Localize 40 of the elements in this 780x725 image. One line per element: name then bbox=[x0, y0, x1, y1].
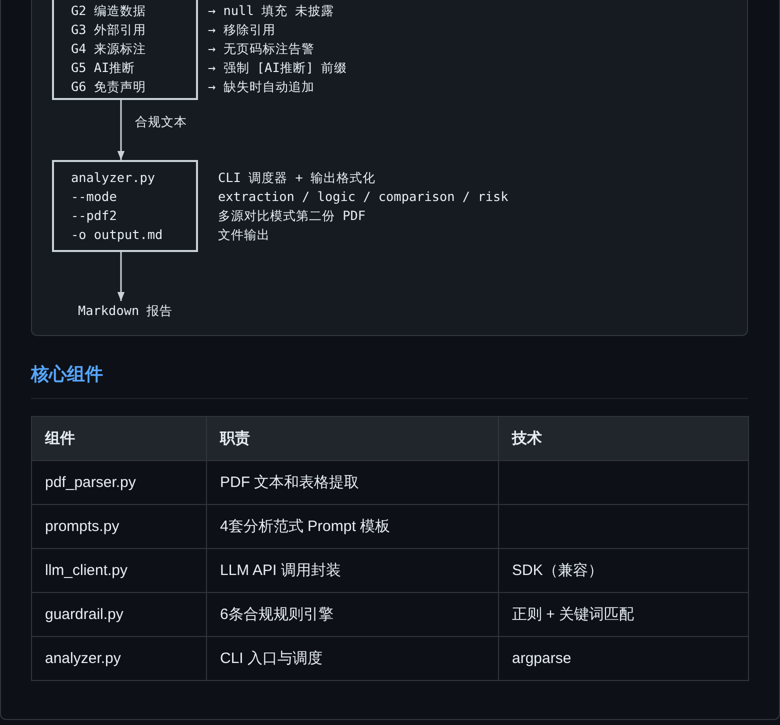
column-header: 技术 bbox=[498, 416, 748, 460]
code-line: analyzer.py bbox=[71, 169, 156, 187]
column-header: 职责 bbox=[206, 416, 498, 460]
code-line: G4 来源标注 bbox=[71, 40, 146, 58]
file-name: analyzer.py bbox=[32, 636, 206, 680]
output-label: Markdown 报告 bbox=[78, 301, 173, 320]
arrow bbox=[117, 252, 125, 301]
section-heading: 核心组件 bbox=[31, 363, 103, 386]
annotation-text: CLI 调度器 + 输出格式化 bbox=[218, 169, 376, 187]
file-name: pdf_parser.py bbox=[32, 460, 206, 504]
annotation-text: 多源对比模式第二份 PDF bbox=[218, 207, 366, 225]
code-line: G2 编造数据 bbox=[71, 2, 146, 20]
technology-text: argparse bbox=[498, 636, 748, 680]
annotation-text: → 移除引用 bbox=[208, 21, 276, 39]
file-name: guardrail.py bbox=[32, 592, 206, 636]
code-line: --mode bbox=[71, 188, 117, 206]
code-line: G6 免责声明 bbox=[71, 78, 146, 96]
description-text: PDF 文本和表格提取 bbox=[206, 460, 498, 504]
description-text: 4套分析范式 Prompt 模板 bbox=[206, 504, 498, 548]
technology-text: SDK（兼容） bbox=[498, 548, 748, 592]
description-text: CLI 入口与调度 bbox=[206, 636, 498, 680]
annotation-text: → 强制 [AI推断] 前缀 bbox=[208, 59, 348, 77]
annotation-text: → null 填充 未披露 bbox=[208, 2, 334, 20]
column-header: 组件 bbox=[32, 416, 206, 460]
annotation-text: → 缺失时自动追加 bbox=[208, 78, 314, 96]
file-name: llm_client.py bbox=[32, 548, 206, 592]
description-text: 6条合规规则引擎 bbox=[206, 592, 498, 636]
process-box bbox=[52, 0, 198, 100]
code-line: -o output.md bbox=[71, 226, 163, 244]
annotation-text: 文件输出 bbox=[218, 226, 270, 244]
code-line: --pdf2 bbox=[71, 207, 117, 225]
arrow bbox=[117, 100, 125, 160]
annotation-text: extraction / logic / comparison / risk bbox=[218, 188, 508, 206]
code-line: G3 外部引用 bbox=[71, 21, 146, 39]
description-text: LLM API 调用封装 bbox=[206, 548, 498, 592]
code-line: G5 AI推断 bbox=[71, 59, 136, 77]
technology-text: 正则 + 关键词匹配 bbox=[498, 592, 748, 636]
file-name: prompts.py bbox=[32, 504, 206, 548]
process-box bbox=[52, 160, 198, 252]
annotation-text: → 无页码标注告警 bbox=[208, 40, 314, 58]
